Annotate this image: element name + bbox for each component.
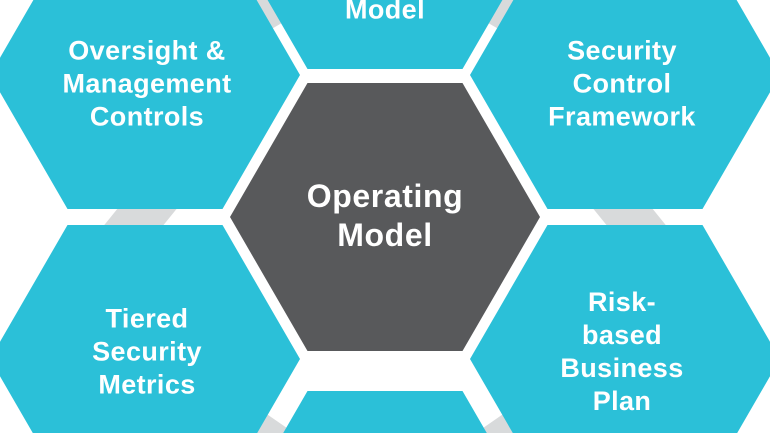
hexagon-bottom-left xyxy=(0,225,300,433)
hexagon-bottom-center xyxy=(283,391,487,433)
hexagon-top-center xyxy=(267,0,503,69)
hexagon-top-right xyxy=(470,0,770,209)
hexagon-center xyxy=(230,83,540,351)
hexagon-top-left xyxy=(0,0,300,209)
hexagon-bottom-right xyxy=(470,225,770,433)
